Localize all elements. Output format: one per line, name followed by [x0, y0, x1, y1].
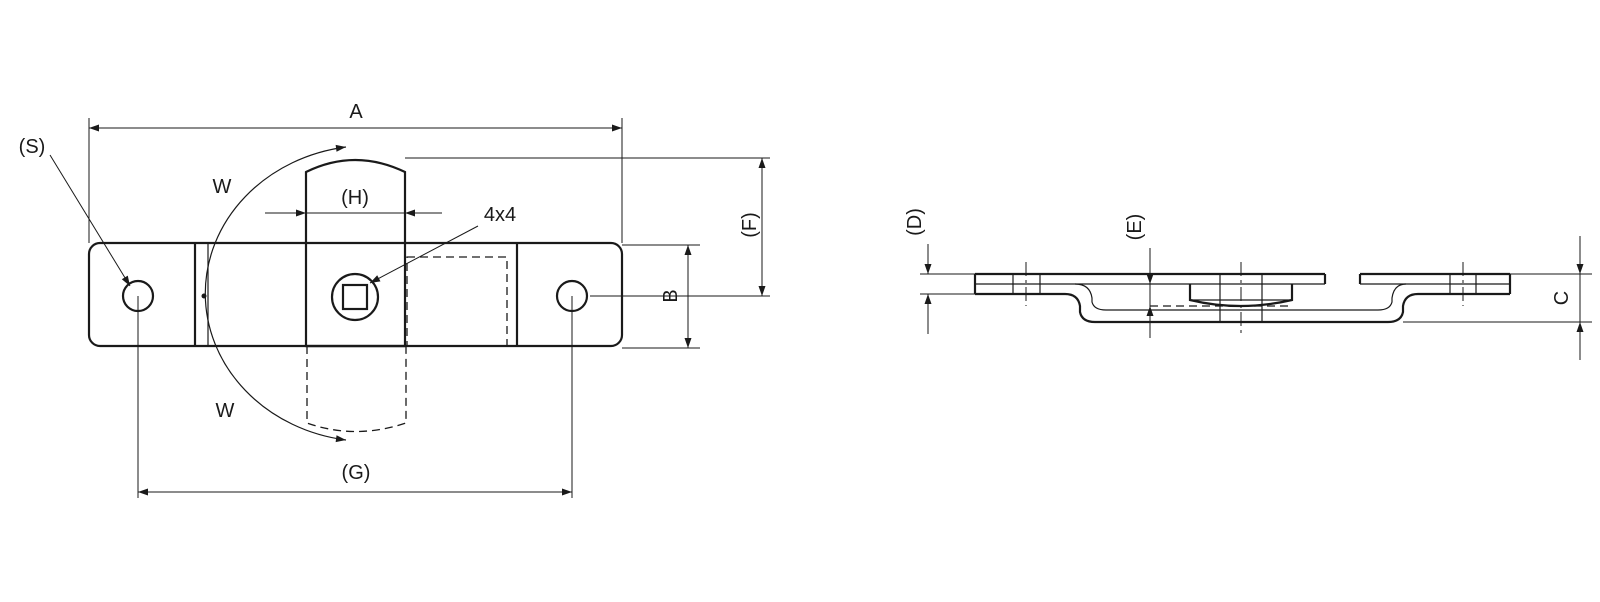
square-hole-icon — [341, 283, 369, 311]
label-s: (S) — [19, 136, 46, 158]
label-d: (D) — [904, 208, 926, 236]
label-4x4: 4x4 — [484, 204, 516, 226]
label-w-top: W — [213, 176, 232, 198]
label-f: (F) — [739, 212, 761, 238]
drive-boss — [330, 272, 380, 322]
label-e: (E) — [1124, 214, 1146, 241]
plate-contour-inner — [1074, 283, 1407, 311]
label-h: (H) — [341, 187, 369, 209]
front-view: A (S) W W (H) 4x4 (G) (F) B — [19, 101, 770, 498]
latch-tongue — [304, 158, 407, 348]
label-a: A — [349, 101, 363, 123]
label-b: B — [660, 289, 682, 302]
side-view: (D) (E) C — [904, 208, 1592, 360]
swung-tongue-outline — [306, 346, 407, 433]
swing-arc — [204, 144, 347, 443]
leader-4x4 — [369, 225, 479, 284]
label-g: (G) — [342, 462, 371, 484]
label-c: C — [1551, 291, 1573, 305]
hidden-cam-body — [406, 256, 508, 347]
leader-s — [49, 154, 131, 287]
plate-contour-outer — [975, 292, 1510, 324]
label-w-bottom: W — [216, 400, 235, 422]
